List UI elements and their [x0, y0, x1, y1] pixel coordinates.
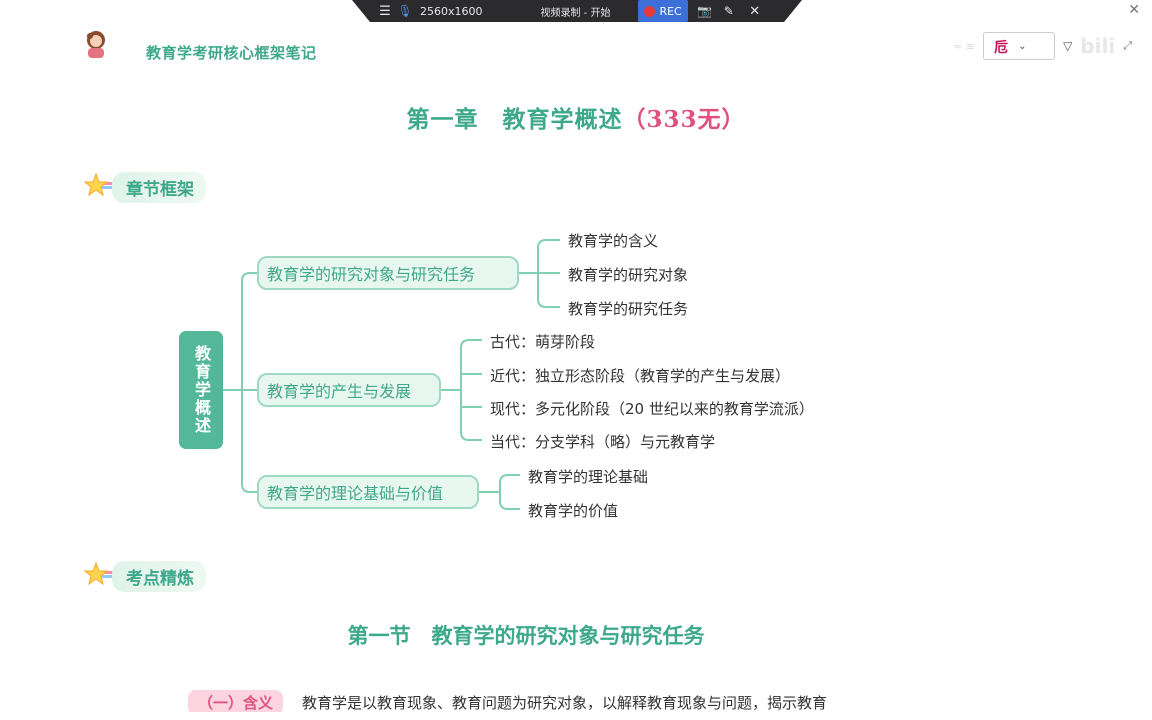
star-icon	[84, 172, 114, 197]
leaf-item: 近代：独立形态阶段（教育学的产生与发展）	[490, 367, 791, 385]
leaf-item: 教育学的含义	[568, 232, 659, 250]
microphone-icon[interactable]: 🎙	[397, 4, 413, 18]
branch-research-object: 教育学的研究对象与研究任务	[257, 256, 519, 290]
chapter-title-suffix: （333无）	[622, 106, 746, 133]
filter-icon[interactable]: ▽	[1063, 39, 1073, 53]
branch-theory-value: 教育学的理论基础与价值	[257, 475, 479, 509]
window-close-icon[interactable]: ✕	[1128, 2, 1140, 18]
leaf-item: 教育学的理论基础	[528, 468, 649, 486]
recorder-title: 视频录制 - 开始	[540, 7, 611, 19]
connector-b1-leaves	[519, 239, 560, 308]
framework-ribbon: 章节框架	[84, 170, 206, 204]
menu-icon[interactable]: ☰	[379, 3, 391, 19]
bilibili-watermark: bili	[1080, 34, 1116, 58]
leaf-item: 教育学的研究任务	[568, 300, 689, 318]
connector-trunk	[241, 272, 257, 493]
expand-icon[interactable]: ⤢	[1123, 39, 1132, 52]
leaf-item: 现代：多元化阶段（20 世纪以来的教育学流派）	[490, 400, 814, 418]
rec-label: REC	[659, 4, 682, 18]
rec-button[interactable]: REC	[638, 0, 688, 22]
branch-origin-development: 教育学的产生与发展	[257, 373, 441, 407]
close-icon[interactable]: ✕	[749, 3, 761, 19]
mindmap-root: 教育学概述	[179, 331, 223, 449]
leaf-item: 教育学的研究对象	[568, 266, 689, 284]
connector-b3-leaves	[479, 474, 520, 510]
record-dot-icon	[644, 5, 656, 17]
leaf-item: 教育学的价值	[528, 502, 619, 520]
avatar	[87, 31, 105, 58]
right-toolbar: ≈ ≡ 卮 ⌄ ▽ bili ⤢	[953, 32, 1132, 60]
app-icon: 卮	[994, 40, 1009, 56]
recorder-toolbar: ☰ 🎙 2560x1600 视频录制 - 开始 REC 📷 ✎ ✕	[352, 0, 802, 22]
chapter-title-main: 第一章 教育学概述	[406, 106, 623, 133]
app-switcher[interactable]: 卮 ⌄	[983, 32, 1056, 60]
framework-label: 章节框架	[112, 171, 206, 203]
chevron-down-icon: ⌄	[1018, 40, 1027, 52]
star-icon	[84, 561, 114, 586]
camera-icon[interactable]: 📷	[697, 4, 713, 18]
leaf-item: 当代：分支学科（略）与元教育学	[490, 433, 716, 451]
chapter-title: 第一章 教育学概述（333无）	[0, 100, 1152, 134]
faded-tool-icon: ≈ ≡	[953, 39, 976, 53]
pen-icon[interactable]: ✎	[723, 4, 734, 18]
resolution-label: 2560x1600	[420, 4, 483, 18]
leaf-item: 古代：萌芽阶段	[490, 333, 596, 351]
definition-text: 教育学是以教育现象、教育问题为研究对象，以解释教育现象与问题，揭示教育	[302, 694, 828, 712]
document-title: 教育学考研核心框架笔记	[146, 44, 317, 62]
connector-b2-leaves	[441, 339, 482, 441]
partial-content-line: （一）含义 教育学是以教育现象、教育问题为研究对象，以解释教育现象与问题，揭示教…	[172, 690, 992, 712]
section-title-text: 第一节 教育学的研究对象与研究任务	[347, 623, 705, 648]
definition-tag: （一）含义	[188, 690, 284, 712]
section-title: 第一节 教育学的研究对象与研究任务	[0, 620, 1052, 650]
exam-points-ribbon: 考点精炼	[84, 559, 206, 593]
exam-points-label: 考点精炼	[112, 560, 206, 592]
